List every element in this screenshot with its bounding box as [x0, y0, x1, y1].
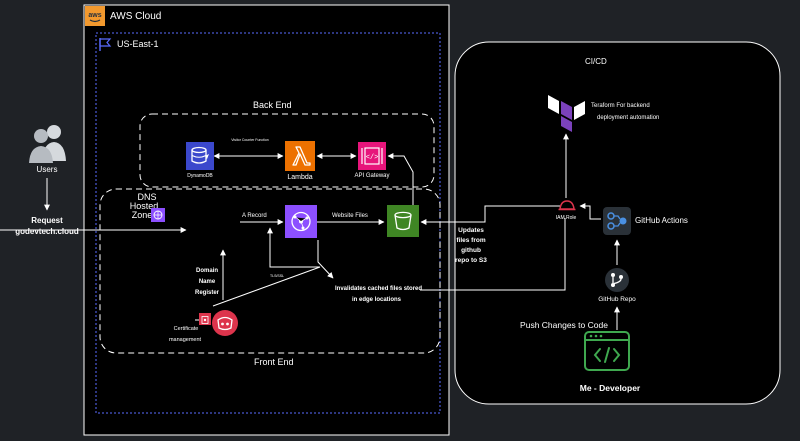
api-gateway-icon: </>	[358, 142, 386, 170]
backend-group	[139, 113, 435, 188]
aws-logo-icon: aws	[85, 6, 105, 26]
dns-hosted-zone-label-1: DNS	[137, 192, 157, 202]
cloudfront-icon	[285, 205, 317, 238]
svg-text:aws: aws	[88, 12, 101, 19]
website-files-label: Website Files	[332, 213, 368, 219]
updates-s3-label-4: repo to S3	[455, 257, 487, 264]
svg-text:</>: </>	[366, 154, 379, 162]
certificate-small-icon	[199, 313, 211, 325]
developer-code-icon	[584, 331, 630, 371]
region-flag-icon	[97, 36, 113, 52]
users-label: Users	[36, 165, 58, 174]
terraform-label-2: deployment automation	[597, 115, 660, 121]
terraform-label-1: Teraform For backend	[591, 103, 650, 109]
arrow-s3-to-api	[387, 153, 414, 205]
developer-label: Me - Developer	[579, 383, 641, 393]
github-repo-icon	[604, 267, 630, 293]
github-actions-icon	[603, 207, 631, 235]
route53-hosted-zone-icon	[151, 208, 165, 222]
dns-hosted-zone-label-2: Hosted	[129, 201, 159, 211]
arrow-iam-to-s3	[420, 205, 560, 225]
certificate-management-label-1: Certificate	[173, 326, 199, 332]
lambda-icon	[285, 141, 315, 171]
request-domain: godevtech.cloud	[15, 227, 79, 236]
backend-title: Back End	[253, 100, 292, 110]
s3-icon	[387, 205, 419, 237]
request-label: Request	[31, 216, 63, 225]
domain-register-label-1: Domain	[195, 268, 218, 274]
github-repo-label: GitHub Repo	[598, 296, 636, 303]
region-title: US-East-1	[117, 39, 159, 49]
visitor-counter-label: Visitor Counter Function	[231, 138, 269, 142]
domain-register-label-3: Register	[194, 290, 219, 296]
iam-role-icon	[558, 198, 576, 214]
certificate-manager-icon	[212, 308, 238, 338]
updates-s3-label-1: Updates	[458, 227, 484, 234]
arrow-invalidate-cache	[317, 240, 334, 279]
dynamodb-icon	[186, 142, 214, 170]
iam-role-label: IAM Role	[555, 215, 577, 221]
a-record-label: A Record	[242, 213, 267, 219]
arrow-cache-to-iam	[420, 218, 566, 291]
updates-s3-label-3: github	[461, 247, 481, 254]
updates-s3-label-2: files from	[456, 237, 486, 244]
arrow-actions-to-iam	[579, 203, 601, 220]
aws-cloud-title: AWS Cloud	[110, 11, 162, 22]
arrow-tls-ssl	[212, 227, 321, 307]
frontend-group	[99, 188, 441, 354]
lambda-label: Lambda	[287, 174, 313, 181]
api-gateway-label: API Gateway	[354, 173, 390, 179]
terraform-icon	[544, 92, 588, 132]
tls-ssl-label: TLS/SSL	[270, 274, 285, 278]
dns-hosted-zone-label-3: Zone	[131, 210, 153, 220]
dynamodb-label: DynamoDB	[187, 173, 213, 179]
cicd-title: CI/CD	[585, 57, 607, 66]
push-changes-label: Push Changes to Code	[520, 320, 608, 330]
certificate-management-label-2: management	[168, 337, 202, 343]
invalidate-cache-label-1: Invalidates cached files stored	[335, 286, 423, 292]
frontend-title: Front End	[254, 357, 294, 367]
github-actions-label: GitHub Actions	[635, 216, 688, 225]
users-icon	[26, 121, 70, 165]
domain-register-label-2: Name	[198, 279, 216, 285]
invalidate-cache-label-2: in edge locations	[352, 297, 402, 303]
